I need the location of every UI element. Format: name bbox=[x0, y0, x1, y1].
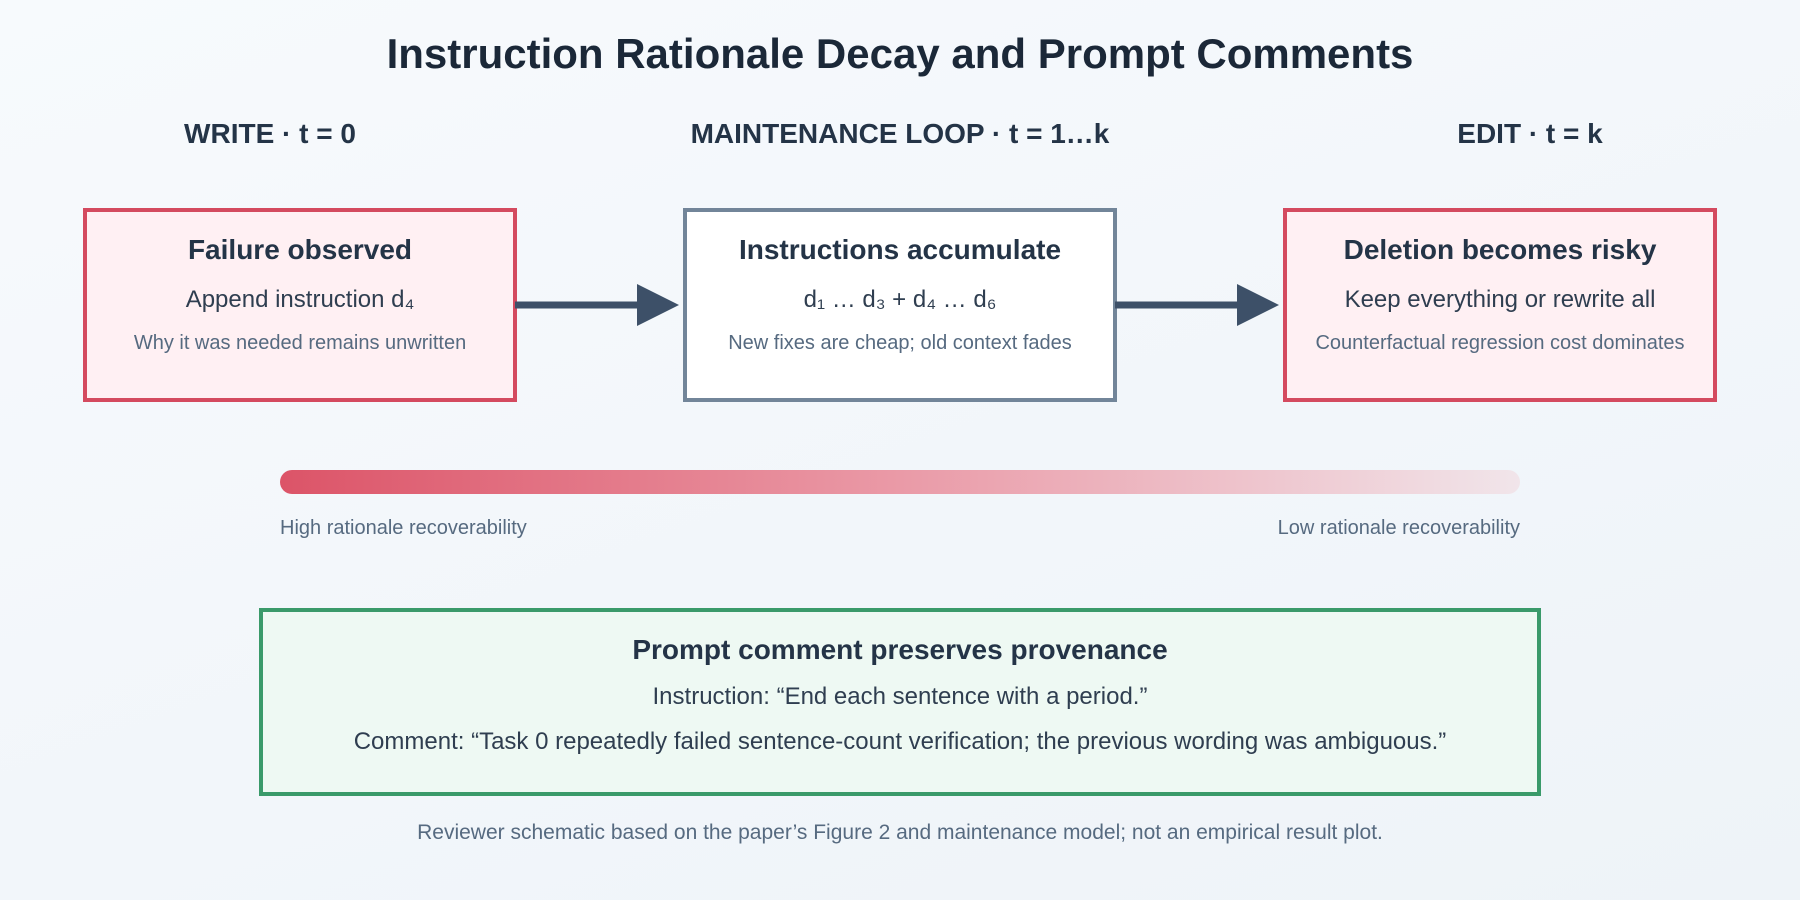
accumulate-box-line: d₁ … d₃ + d₄ … d₆ bbox=[803, 286, 997, 313]
instructions-accumulate-box: Instructions accumulate d₁ … d₃ + d₄ … d… bbox=[683, 208, 1117, 402]
accumulate-box-note: New fixes are cheap; old context fades bbox=[728, 332, 1072, 354]
recoverability-gradient-bar bbox=[280, 470, 1520, 494]
prompt-comment-box: Prompt comment preserves provenance Inst… bbox=[259, 608, 1541, 796]
failure-box-line: Append instruction d₄ bbox=[185, 286, 415, 313]
deletion-box-line: Keep everything or rewrite all bbox=[1344, 286, 1656, 313]
diagram-title: Instruction Rationale Decay and Prompt C… bbox=[386, 30, 1414, 77]
accumulate-box-title: Instructions accumulate bbox=[738, 234, 1062, 265]
deletion-risky-box: Deletion becomes risky Keep everything o… bbox=[1283, 208, 1717, 402]
scale-label-high: High rationale recoverability bbox=[280, 517, 527, 539]
deletion-box-title: Deletion becomes risky bbox=[1343, 234, 1657, 265]
phase-label-maintenance: MAINTENANCE LOOP · t = 1…k bbox=[690, 118, 1110, 149]
comment-box-title: Prompt comment preserves provenance bbox=[632, 634, 1168, 665]
failure-box-note: Why it was needed remains unwritten bbox=[133, 332, 467, 354]
phase-label-edit: EDIT · t = k bbox=[1457, 118, 1603, 149]
footnote: Reviewer schematic based on the paper’s … bbox=[417, 821, 1383, 844]
scale-label-low: Low rationale recoverability bbox=[1277, 517, 1520, 539]
arrow-right-icon bbox=[515, 284, 679, 326]
comment-box-comment: Comment: “Task 0 repeatedly failed sente… bbox=[353, 728, 1447, 755]
phase-label-write: WRITE · t = 0 bbox=[184, 118, 356, 149]
arrow-right-icon bbox=[1115, 284, 1279, 326]
deletion-box-note: Counterfactual regression cost dominates bbox=[1315, 332, 1685, 354]
failure-box-title: Failure observed bbox=[187, 234, 413, 265]
failure-observed-box: Failure observed Append instruction d₄ W… bbox=[83, 208, 517, 402]
comment-box-instruction: Instruction: “End each sentence with a p… bbox=[652, 683, 1148, 710]
